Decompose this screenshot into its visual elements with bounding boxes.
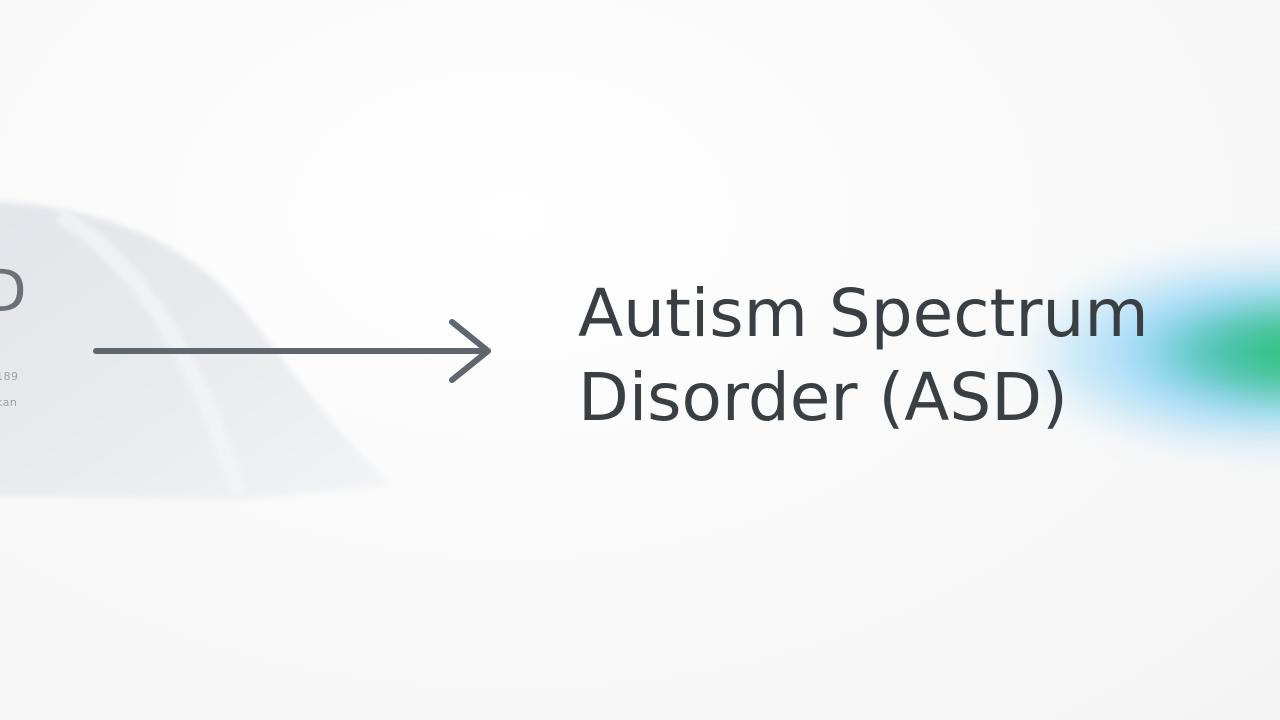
shield-text-line-1: 189	[0, 370, 19, 383]
right-arrow-icon	[93, 319, 491, 383]
shield-text-line-2: kan	[0, 396, 18, 409]
shield-letter: D	[0, 257, 27, 325]
color-glow	[980, 232, 1280, 472]
page-title: Autism Spectrum Disorder (ASD)	[578, 272, 1149, 440]
title-line-2: Disorder (ASD)	[578, 359, 1068, 436]
title-line-1: Autism Spectrum	[578, 275, 1149, 352]
